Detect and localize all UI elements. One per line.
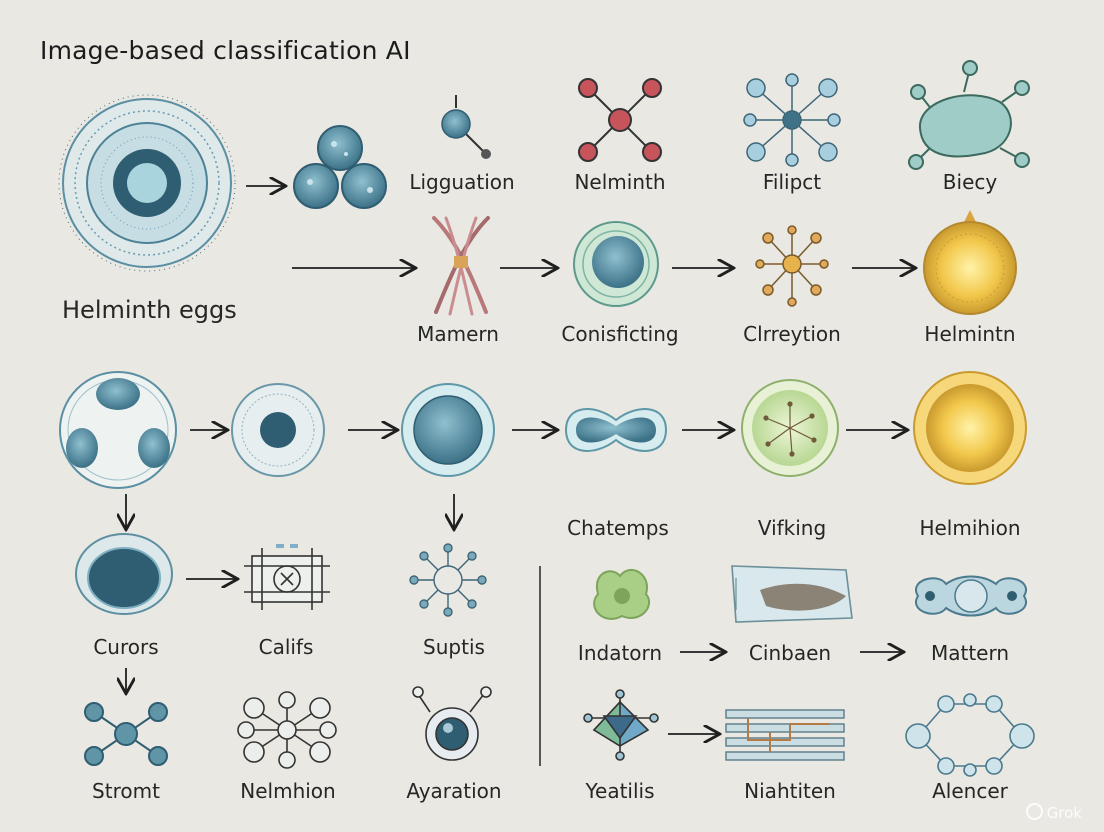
label-indatorn: Indatorn	[577, 641, 663, 665]
cinbaen-cell-icon	[731, 565, 853, 623]
califs-grid-icon	[244, 544, 330, 610]
ringed-egg-icon	[231, 383, 325, 477]
alencer-ring-molecule-icon	[905, 693, 1035, 777]
label-mattern: Mattern	[930, 641, 1010, 665]
helminth-egg-large-icon	[58, 94, 236, 272]
label-helminth-eggs: Helminth eggs	[62, 296, 237, 324]
label-ligguation: Ligguation	[409, 170, 515, 194]
helmihion-yellow-egg-icon	[913, 371, 1027, 485]
label-cinbaen: Cinbaen	[748, 641, 832, 665]
label-chatemps: Chatemps	[567, 516, 669, 540]
label-clrreytion: Clrreytion	[743, 322, 841, 346]
yeatilis-crystal-icon	[583, 689, 659, 761]
watermark-text: Grok	[1046, 804, 1082, 822]
label-helmintn: Helmintn	[924, 322, 1016, 346]
label-stromt: Stromt	[92, 779, 160, 803]
curors-egg-icon	[75, 533, 173, 615]
indatorn-green-cell-icon	[593, 569, 650, 620]
label-alencer: Alencer	[932, 779, 1008, 803]
clrreytion-molecule-icon	[755, 225, 829, 307]
vifking-green-egg-icon	[741, 379, 839, 477]
label-mamern: Mamern	[417, 322, 499, 346]
label-yeatilis: Yeatilis	[585, 779, 655, 803]
label-ayaration: Ayaration	[406, 779, 502, 803]
nelminth-molecule-icon	[578, 78, 662, 162]
label-califs: Califs	[258, 635, 314, 659]
filipct-star-molecule-icon	[743, 73, 841, 167]
flow-arrows	[126, 186, 914, 734]
cell-cluster-icon	[293, 125, 387, 209]
stromt-molecule-icon	[84, 702, 168, 766]
three-nuclei-egg-icon	[59, 371, 177, 489]
ligguation-molecule-icon	[441, 95, 491, 159]
ayaration-cell-icon	[412, 686, 492, 761]
mattern-cell-icon	[915, 575, 1027, 617]
teal-egg-icon	[401, 383, 495, 477]
label-biecy: Biecy	[942, 170, 998, 194]
biecy-blob-icon	[908, 60, 1030, 170]
dividing-cell-icon	[564, 408, 668, 452]
grok-logo-icon	[1025, 803, 1043, 820]
nelmhion-ring-molecule-icon	[237, 691, 337, 769]
mamern-chromosome-icon	[432, 216, 490, 316]
label-filipct: Filipct	[762, 170, 822, 194]
label-conisficting: Conisficting	[561, 322, 679, 346]
label-nelmhion: Nelmhion	[240, 779, 336, 803]
watermark: Grok	[1025, 803, 1082, 822]
conisficting-egg-icon	[573, 221, 659, 307]
label-niahtiten: Niahtiten	[744, 779, 836, 803]
label-curors: Curors	[93, 635, 159, 659]
helmintn-egg-icon	[923, 210, 1017, 315]
label-suptis: Suptis	[423, 635, 485, 659]
label-vifking: Vifking	[757, 516, 827, 540]
niahtiten-circuit-icon	[725, 709, 845, 761]
page-title: Image-based classification AI	[40, 36, 411, 65]
label-nelminth: Nelminth	[574, 170, 666, 194]
suptis-network-icon	[409, 543, 487, 617]
label-helmihion: Helmihion	[919, 516, 1021, 540]
